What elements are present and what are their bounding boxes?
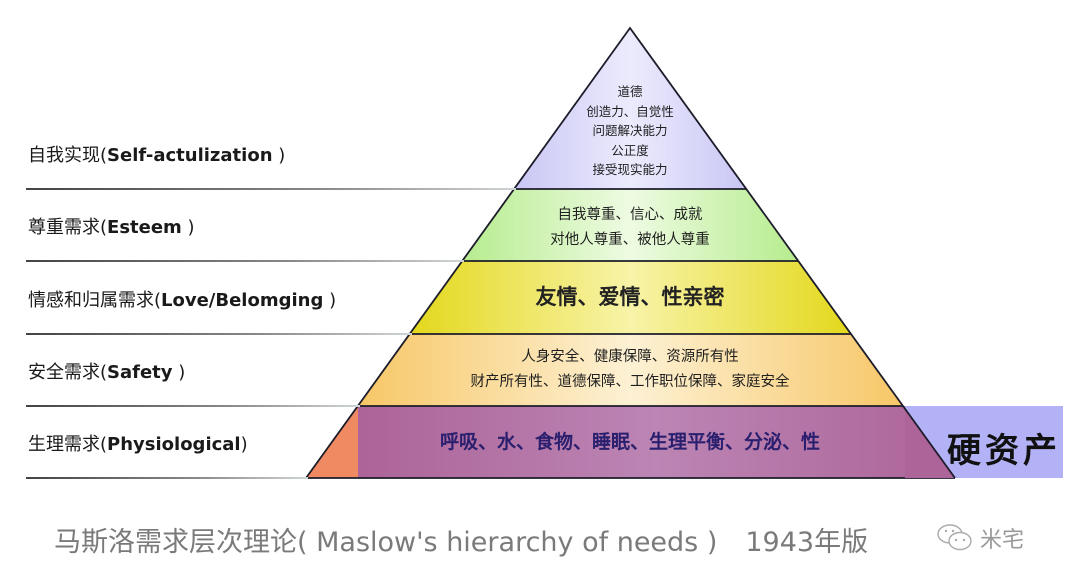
tier-self-actualization: [514, 28, 746, 189]
tier-item: 呼吸、水、食物、睡眠、生理平衡、分泌、性: [439, 431, 820, 453]
caption-edition: 1943年版: [745, 527, 869, 558]
watermark-text: 米宅: [980, 528, 1025, 553]
tier-text-physiological: 呼吸、水、食物、睡眠、生理平衡、分泌、性: [360, 427, 900, 457]
divider-3: [26, 333, 412, 335]
level-label-love: 情感和归属需求(Love/Belomging ): [28, 290, 337, 311]
tier-item: 自我尊重、信心、成就: [557, 207, 703, 223]
tier-safety: [358, 334, 903, 406]
tier-item: 公正度: [611, 142, 649, 158]
tier-physiological: [358, 406, 955, 478]
tier-text-self-actualization: 道德 创造力、自觉性 问题解决能力 公正度 接受现实能力: [540, 82, 720, 180]
divider-2: [26, 260, 464, 262]
level-label-physiological: 生理需求(Physiological): [28, 434, 248, 455]
tier-item: 友情、爱情、性亲密: [535, 285, 725, 309]
tier-text-love: 友情、爱情、性亲密: [430, 282, 830, 312]
tier-item: 问题解决能力: [592, 123, 668, 138]
divider-4: [26, 405, 360, 407]
hard-assets-label: 硬资产: [947, 431, 1061, 471]
level-label-safety: 安全需求(Safety ): [28, 362, 186, 383]
tier-item: 财产所有性、道德保障、工作职位保障、家庭安全: [470, 374, 790, 390]
divider-1: [26, 188, 516, 190]
tier-item: 道德: [617, 84, 643, 99]
caption-title: 马斯洛需求层次理论( Maslow's hierarchy of needs ): [54, 527, 718, 558]
tier-item: 创造力、自觉性: [586, 103, 674, 119]
tier-esteem: [462, 189, 798, 261]
watermark: 米宅: [936, 522, 1024, 554]
diagram-caption: 马斯洛需求层次理论( Maslow's hierarchy of needs )…: [54, 520, 868, 559]
tier-item: 接受现实能力: [592, 162, 668, 177]
tier-love: [410, 261, 851, 334]
level-label-esteem: 尊重需求(Esteem ): [28, 217, 195, 238]
wechat-icon: [937, 524, 972, 551]
tier-item: 人身安全、健康保障、资源所有性: [521, 349, 739, 365]
hard-assets-tag: 硬资产: [905, 406, 1063, 478]
tier-item: 对他人尊重、被他人尊重: [550, 232, 710, 248]
tier-text-esteem: 自我尊重、信心、成就 对他人尊重、被他人尊重: [480, 203, 780, 253]
tier-text-safety: 人身安全、健康保障、资源所有性 财产所有性、道德保障、工作职位保障、家庭安全: [380, 345, 880, 395]
level-label-self-actualization: 自我实现(Self-actulization ): [28, 145, 286, 166]
divider-5: [26, 477, 308, 479]
